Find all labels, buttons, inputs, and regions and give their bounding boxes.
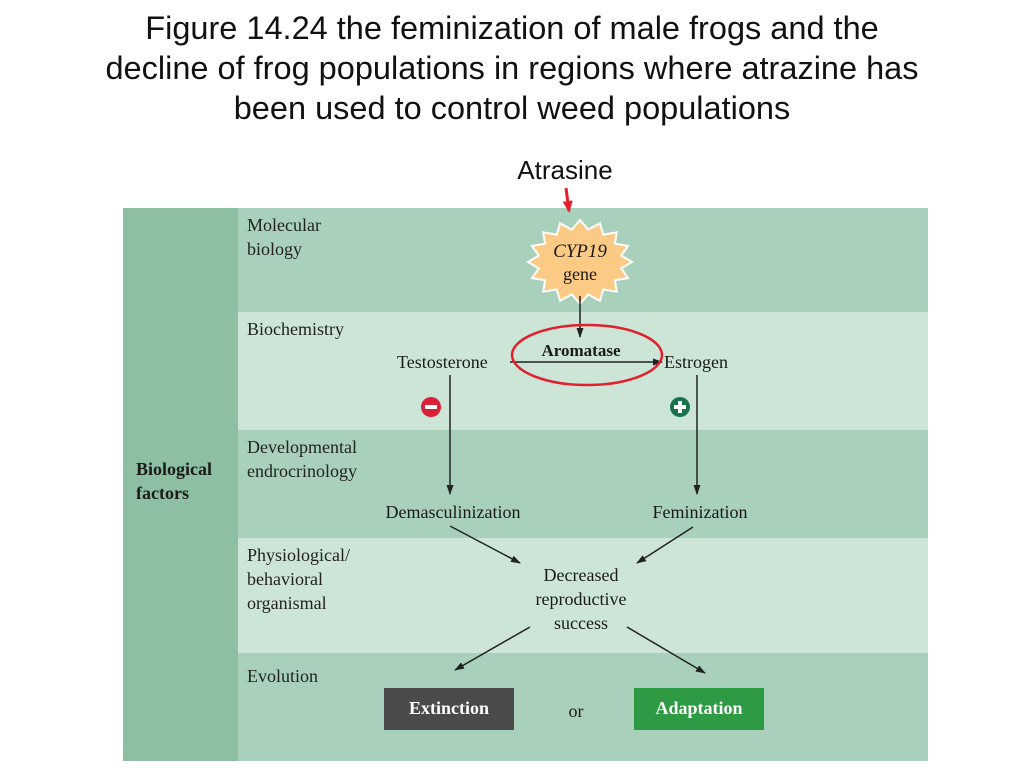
testosterone-label: Testosterone <box>397 352 488 372</box>
feminization-to-decreased-arrow <box>636 526 694 564</box>
extinction-box <box>384 688 514 730</box>
aromatase-label: Aromatase <box>542 341 621 360</box>
aromatase-highlight-ellipse <box>510 323 664 387</box>
estrogen-label: Estrogen <box>664 352 728 372</box>
minus-badge-bar <box>425 405 437 409</box>
decreased-to-extinction-arrow <box>454 626 531 671</box>
slide-title: Figure 14.24 the feminization of male fr… <box>0 8 1024 128</box>
adaptation-box <box>634 688 764 730</box>
or-label: or <box>569 701 584 721</box>
plus-badge-bar-v <box>678 401 682 413</box>
decreased-to-adaptation-arrow <box>626 626 706 674</box>
row-label-developmental-2: endrocrinology <box>247 461 357 481</box>
side-label-line-1: Biological <box>136 459 212 479</box>
row-label-molecular-2: biology <box>247 239 302 259</box>
row-label-physiological-1: Physiological/ <box>247 545 350 565</box>
extinction-label: Extinction <box>409 698 489 718</box>
gene-name: CYP19 <box>553 241 607 262</box>
row-label-biochemistry: Biochemistry <box>247 319 344 339</box>
row-label-molecular-1: Molecular <box>247 215 321 235</box>
row-band-physiological <box>238 538 928 653</box>
row-label-developmental-1: Developmental <box>247 437 357 457</box>
gene-word: gene <box>563 264 597 284</box>
row-band-evolution <box>238 653 928 761</box>
atrasine-annotation: Atrasine <box>517 155 613 185</box>
row-label-physiological-3: organismal <box>247 593 327 613</box>
decreased-label-1: Decreased <box>544 565 619 585</box>
adaptation-label: Adaptation <box>655 698 742 718</box>
title-line-1: Figure 14.24 the feminization of male fr… <box>145 10 879 46</box>
row-band-developmental <box>238 430 928 538</box>
title-line-3: been used to control weed populations <box>233 90 791 126</box>
row-label-evolution: Evolution <box>247 666 318 686</box>
title-line-2: decline of frog populations in regions w… <box>105 50 919 86</box>
side-label-line-2: factors <box>136 483 189 503</box>
gene-starburst-icon <box>526 218 634 306</box>
feminization-label: Feminization <box>653 502 748 522</box>
side-panel <box>123 208 238 761</box>
decreased-label-2: reproductive <box>536 589 627 609</box>
decreased-label-3: success <box>554 613 608 633</box>
demasculinization-to-decreased-arrow <box>449 525 521 564</box>
row-label-physiological-2: behavioral <box>247 569 323 589</box>
demasculinization-label: Demasculinization <box>386 502 521 522</box>
atrasine-arrow <box>562 187 573 213</box>
